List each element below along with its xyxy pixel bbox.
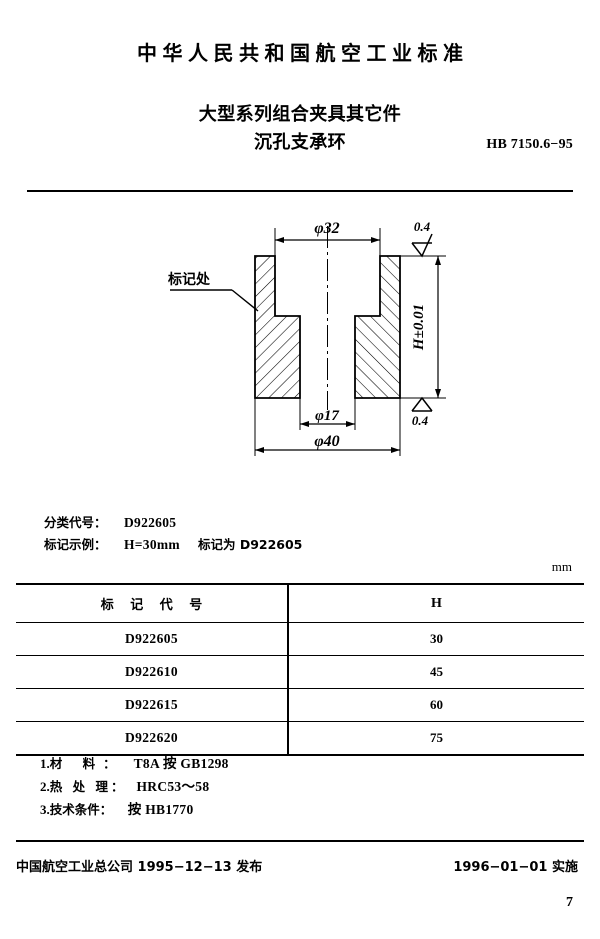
column-header-h: H: [288, 583, 584, 623]
marking-example-suffix: 标记为 D922605: [197, 537, 303, 552]
part-cross-section: [254, 255, 401, 399]
footer-issuer: 中国航空工业总公司 1995−12−13 发布: [16, 860, 263, 875]
note-label: 技术条件：: [49, 802, 113, 817]
mark-point-leader: [170, 289, 259, 312]
footer-effective-date: 1996−01−01 实施: [453, 860, 578, 875]
table-row: D922620 75: [16, 721, 584, 756]
dim-label-phi17: φ17: [315, 408, 339, 424]
cell-code: D922605: [16, 622, 289, 656]
cell-h: 30: [288, 622, 584, 656]
roughness-value-bottom: 0.4: [412, 413, 429, 428]
classification-code-value: D922605: [123, 515, 177, 530]
note-item-material: 1.材 料： T8A 按 GB1298: [40, 752, 229, 775]
note-label: 热 处 理：: [49, 779, 127, 794]
cell-h: 60: [288, 688, 584, 722]
note-number: 3.: [40, 802, 50, 817]
technical-drawing: φ32 φ17 φ40 H±0.01: [150, 198, 480, 473]
standard-number: HB 7150.6−95: [486, 137, 573, 152]
table-row: D922605 30: [16, 622, 584, 656]
dimension-counterbore-diameter: [274, 228, 381, 260]
cell-h: 75: [288, 721, 584, 756]
table-row: D922615 60: [16, 688, 584, 722]
page-title-line-2: 沉孔支承环: [254, 132, 346, 153]
roughness-value-top: 0.4: [414, 219, 431, 234]
document-header: 中华人民共和国航空工业标准: [0, 40, 600, 66]
header-divider-rule: [27, 190, 573, 192]
cell-code: D922615: [16, 688, 289, 722]
table-row: D922610 45: [16, 655, 584, 689]
footer-divider-rule: [16, 840, 584, 842]
notes-block: 1.材 料： T8A 按 GB1298 2.热 处 理： HRC53～58 3.技术…: [40, 752, 229, 821]
note-value: T8A 按 GB1298: [133, 756, 229, 771]
dimension-table: 标 记 代 号 H D922605 30 D922610 45 D922615 …: [16, 583, 584, 756]
title-block: 大型系列组合夹具其它件 沉孔支承环: [0, 101, 600, 157]
cell-code: D922620: [16, 721, 289, 756]
dimension-outer-diameter: [254, 398, 401, 456]
classification-code-label: 分类代号：: [44, 515, 107, 530]
column-header-code: 标 记 代 号: [16, 583, 289, 623]
mark-point-label: 标记处: [167, 271, 211, 288]
dim-label-phi32: φ32: [314, 220, 339, 237]
classification-code-row: 分类代号： D922605: [44, 512, 302, 534]
dim-label-height: H±0.01: [411, 304, 427, 351]
specification-block: 分类代号： D922605 标记示例： H=30mm 标记为 D922605: [44, 512, 302, 556]
marking-example-value: H=30mm: [123, 537, 180, 552]
note-value: 按 HB1770: [127, 802, 194, 817]
roughness-symbol-bottom: 0.4: [411, 396, 433, 428]
note-item-technical-conditions: 3.技术条件： 按 HB1770: [40, 798, 229, 821]
page-title-line-1: 大型系列组合夹具其它件: [198, 104, 402, 125]
marking-example-row: 标记示例： H=30mm 标记为 D922605: [44, 534, 302, 556]
dimension-height: [400, 255, 446, 399]
cell-h: 45: [288, 655, 584, 689]
table-unit-label: mm: [551, 559, 572, 574]
table-header-row: 标 记 代 号 H: [16, 583, 584, 623]
note-label: 材 料：: [49, 756, 124, 771]
section-right-wall: [354, 255, 401, 399]
national-standard-title: 中华人民共和国航空工业标准: [137, 41, 469, 65]
dim-label-phi40: φ40: [314, 433, 339, 450]
cell-code: D922610: [16, 655, 289, 689]
marking-example-label: 标记示例：: [44, 537, 107, 552]
note-item-heat-treatment: 2.热 处 理： HRC53～58: [40, 775, 229, 798]
dimension-bore-diameter: [299, 398, 356, 430]
roughness-symbol-top: 0.4: [411, 219, 433, 258]
page-number: 7: [566, 895, 573, 910]
note-value: HRC53～58: [136, 779, 210, 794]
note-number: 2.: [40, 779, 50, 794]
section-left-wall: [254, 255, 301, 399]
note-number: 1.: [40, 756, 50, 771]
